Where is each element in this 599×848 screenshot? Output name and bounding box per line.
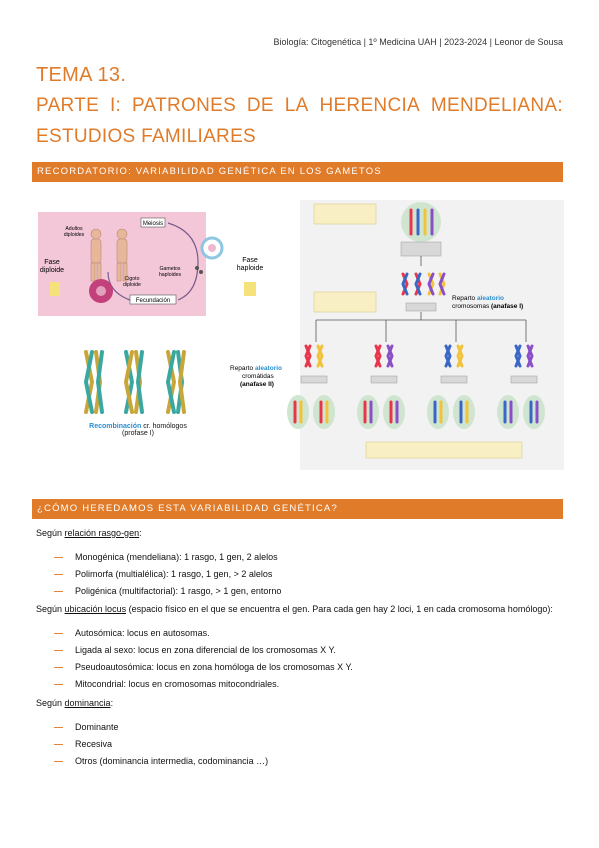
list-item-text: Autosómica: locus en autosomas.: [75, 627, 210, 638]
recombination-rest: cr. homólogos: [141, 423, 187, 430]
list-item: — Mitocondrial: locus en cromosomas mitoc…: [54, 675, 353, 692]
title-word: MENDELIANA:: [430, 95, 563, 116]
list-item: — Poligénica (multifactorial): 1 rasgo, >…: [54, 582, 281, 599]
title-word: PATRONES: [131, 95, 237, 116]
dash-bullet: —: [54, 568, 63, 579]
recombination-figure: Recombinación cr. homólogos (profase I): [82, 350, 194, 445]
list-item-text: Pseudoautosómica: locus en zona homóloga…: [75, 661, 353, 672]
list-item: — Dominante: [54, 718, 268, 735]
list-item: — Otros (dominancia intermedia, codominan…: [54, 752, 268, 769]
dash-bullet: —: [54, 661, 63, 672]
title-word: I:: [109, 95, 122, 116]
recombination-colored: Recombinación: [89, 423, 142, 430]
title-word: HERENCIA: [319, 95, 421, 116]
text: Según: [36, 698, 65, 708]
list-item: — Pseudoautosómica: locus en zona homólog…: [54, 658, 353, 675]
dash-bullet: —: [54, 627, 63, 638]
underlined-term: dominancia: [64, 698, 111, 708]
dash-bullet: —: [54, 585, 63, 596]
dash-bullet: —: [54, 678, 63, 689]
title-word: PARTE: [36, 95, 100, 116]
list-item-text: Ligada al sexo: locus en zona diferencia…: [75, 644, 336, 655]
list-item: — Recesiva: [54, 735, 268, 752]
text: Según: [36, 604, 65, 614]
fecundacion-label: Fecundación: [136, 298, 170, 304]
paragraph-dominancia: Según dominancia:: [36, 698, 113, 708]
adult-figures-icon: [90, 228, 128, 282]
part-title: PARTE I: PATRONES DE LA HERENCIA MENDELI…: [36, 95, 563, 117]
title-word: DE: [246, 95, 274, 116]
underlined-term: ubicación locus: [64, 604, 127, 614]
list-item: — Autosómica: locus en autosomas.: [54, 624, 353, 641]
text: (espacio físico en el que se encuentra e…: [126, 604, 553, 614]
part-subtitle: ESTUDIOS FAMILIARES: [36, 126, 257, 147]
list-item-text: Monogénica (mendeliana): 1 rasgo, 1 gen,…: [75, 551, 278, 562]
dash-bullet: —: [54, 738, 63, 749]
dash-bullet: —: [54, 721, 63, 732]
list-item-text: Otros (dominancia intermedia, codominanc…: [75, 755, 269, 766]
list-item-text: Poligénica (multifactorial): 1 rasgo, > …: [75, 585, 282, 596]
text: :: [110, 698, 114, 708]
list-item: — Monogénica (mendeliana): 1 rasgo, 1 gen…: [54, 548, 281, 565]
paragraph-ubicacion-locus: Según ubicación locus (espacio físico en…: [36, 604, 553, 614]
dash-bullet: —: [54, 551, 63, 562]
topic-title: TEMA 13.: [36, 64, 127, 86]
section-header-herencia: ¿CÓMO HEREDAMOS ESTA VARIABILIDAD GENÉTI…: [32, 499, 563, 519]
dash-bullet: —: [54, 644, 63, 655]
list-item: — Ligada al sexo: locus en zona diferenci…: [54, 641, 353, 658]
recombination-chromosomes: [83, 350, 186, 414]
title-word: LA: [284, 95, 309, 116]
gamete-cells-icon: [287, 395, 545, 429]
list-dominancia: — Dominante — Recesiva — Otros (dominancia …: [54, 718, 268, 769]
list-relacion-rasgo-gen: — Monogénica (mendeliana): 1 rasgo, 1 gen…: [54, 548, 281, 599]
list-ubicacion-locus: — Autosómica: locus en autosomas. — Ligada…: [54, 624, 353, 692]
document-header: Biología: Citogenética | 1º Medicina UAH…: [273, 37, 563, 47]
dash-bullet: —: [54, 755, 63, 766]
underlined-term: relación rasgo-gen: [64, 528, 140, 538]
meiosis-label: Meiosis: [143, 221, 163, 227]
list-item-text: Polimorfa (multialélica): 1 rasgo, 1 gen…: [75, 568, 273, 579]
paragraph-relacion-rasgo-gen: Según relación rasgo-gen:: [36, 528, 142, 538]
section-header-recordatorio: RECORDATORIO: VARIABILIDAD GENÉTICA EN L…: [32, 162, 563, 182]
list-item-text: Dominante: [75, 721, 119, 732]
text: Según: [36, 528, 65, 538]
list-item: — Polimorfa (multialélica): 1 rasgo, 1 ge…: [54, 565, 281, 582]
recombination-stage: (profase I): [122, 430, 154, 437]
text: :: [139, 528, 142, 538]
recombination-caption: Recombinación cr. homólogos (profase I): [82, 423, 194, 437]
list-item-text: Recesiva: [75, 738, 113, 749]
list-item-text: Mitocondrial: locus en cromosomas mitoco…: [75, 678, 280, 689]
